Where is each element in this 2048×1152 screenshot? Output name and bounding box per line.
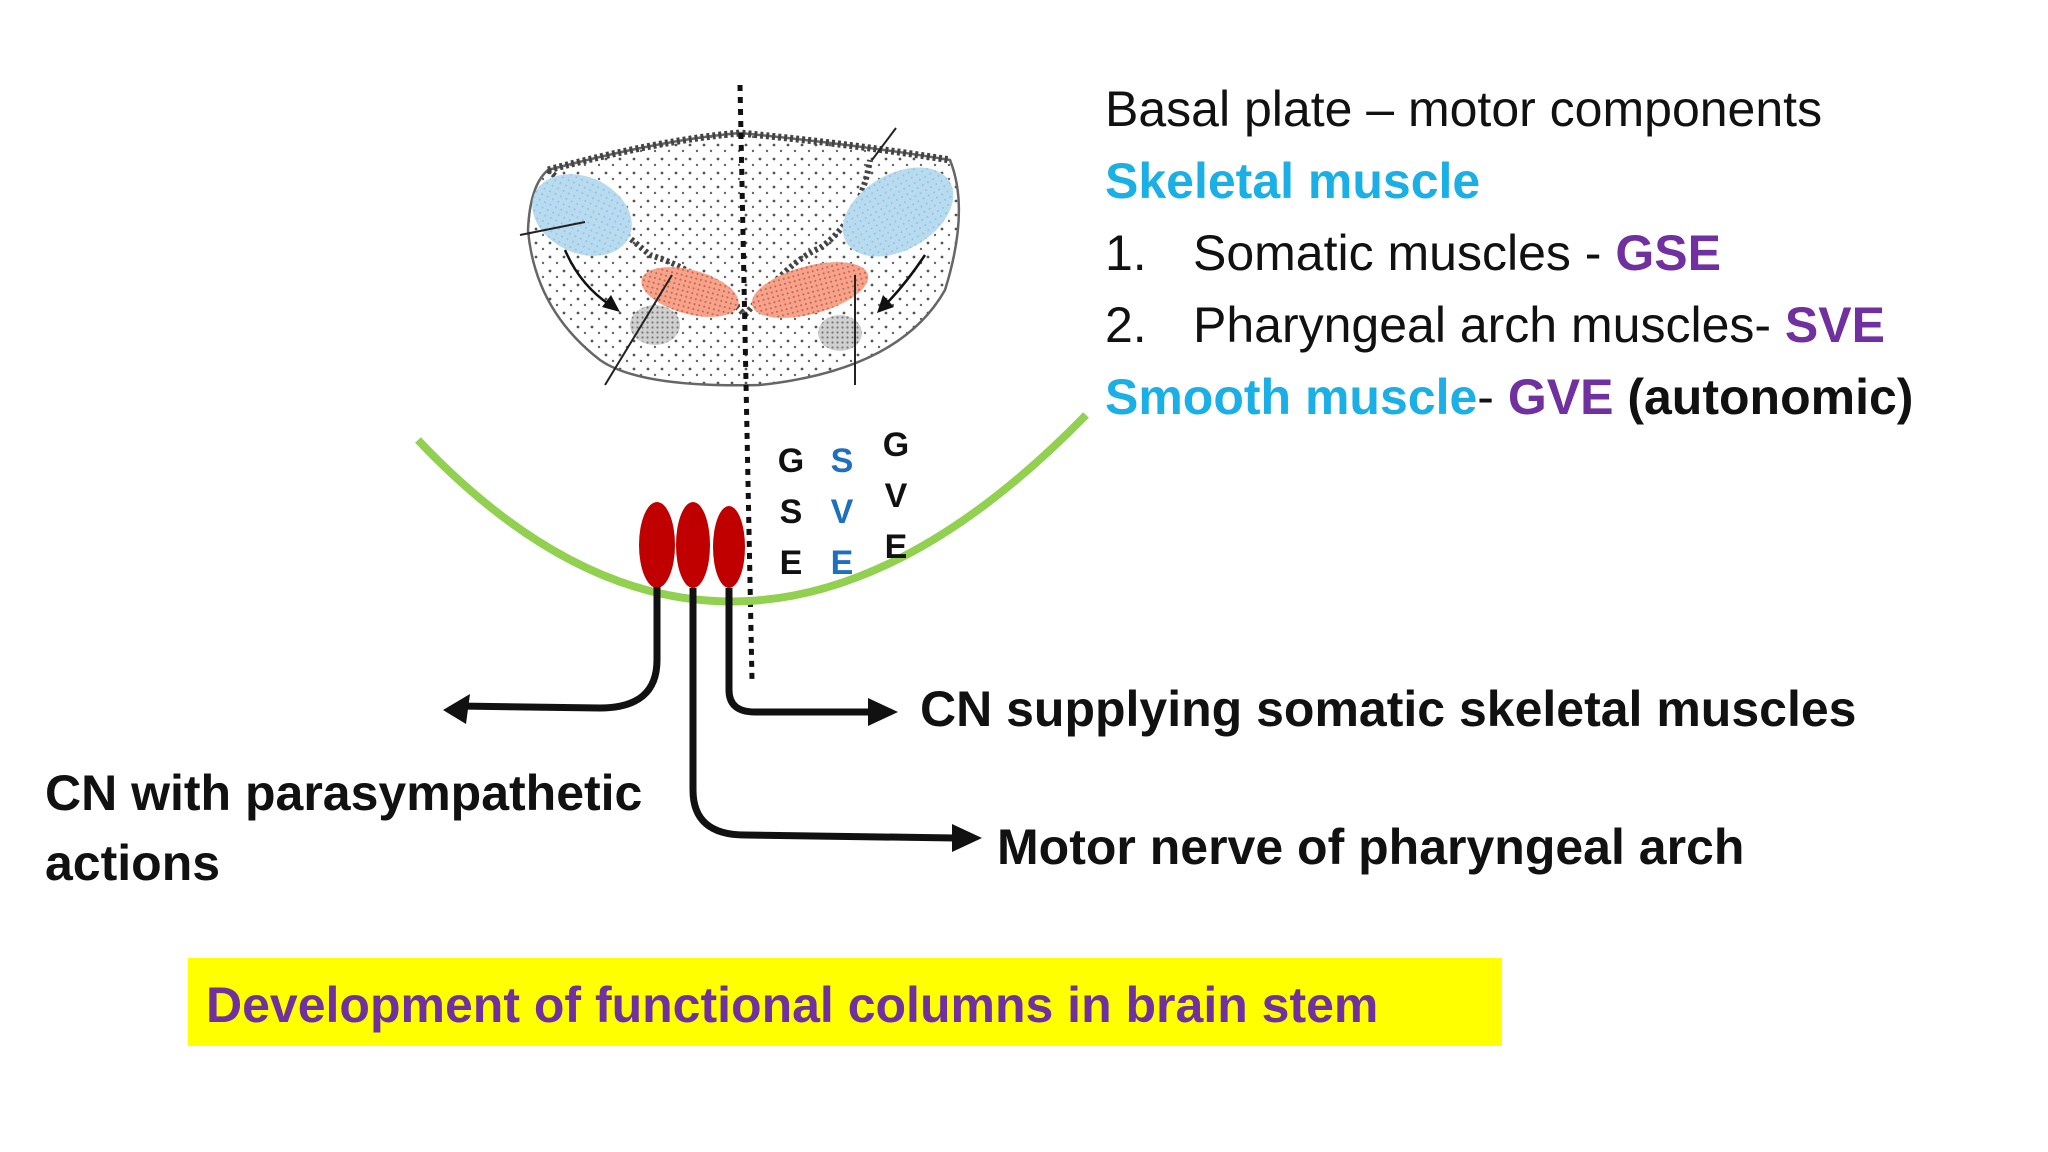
legend-smooth-note: (autonomic) (1613, 369, 1914, 425)
roof-plate-membrane (547, 129, 951, 174)
column-gse-letter-3: E (779, 544, 803, 582)
pointer-line-2 (604, 274, 673, 386)
legend-smooth-label: Smooth muscle (1105, 369, 1478, 425)
arrowhead-left-icon (602, 295, 620, 312)
nucleus-left (630, 305, 680, 345)
column-gve-letter-3: E (884, 528, 908, 566)
column-sve-letter-2: V (830, 493, 854, 531)
label-pharyngeal-nerve: Motor nerve of pharyngeal arch (997, 819, 1745, 875)
column-gse-letter-2: S (779, 493, 803, 531)
legend-item-2-code: SVE (1784, 297, 1885, 353)
legend-title: Basal plate – motor components (1105, 81, 1823, 137)
alar-plate-left (532, 174, 632, 256)
legend-item-pharyngeal: 2. Pharyngeal arch muscles- SVE (1105, 300, 1885, 350)
legend-item-2-number: 2. (1105, 297, 1147, 353)
legend-smooth-separator: - (1477, 369, 1508, 425)
legend-smooth-muscle: Smooth muscle- GVE (autonomic) (1105, 372, 1913, 422)
arrowhead-right-icon (877, 295, 894, 313)
nucleus-gse (713, 506, 745, 588)
title-banner: Development of functional columns in bra… (188, 958, 1502, 1046)
column-gve-letter-1: G (882, 426, 910, 464)
label-parasympathetic-line-2: actions (45, 835, 221, 891)
banner-title: Development of functional columns in bra… (206, 977, 1379, 1033)
migration-arrow-left (563, 249, 611, 307)
legend-item-1-number: 1. (1105, 225, 1147, 281)
arrowhead-parasympathetic-icon (443, 694, 470, 724)
legend-item-2-text: Pharyngeal arch muscles- (1193, 297, 1785, 353)
basal-plate-left (641, 267, 739, 317)
brainstem-floor-arc (415, 412, 1089, 606)
neural-tube-section (519, 127, 961, 387)
migration-arrow-right (884, 254, 927, 306)
pointer-line-4 (871, 127, 897, 161)
legend-item-somatic: 1. Somatic muscles - GSE (1105, 228, 1721, 278)
nucleus-gve (639, 502, 675, 588)
nucleus-sve (676, 502, 710, 588)
pointer-line-1 (519, 221, 586, 236)
column-gse-letter-1: G (777, 442, 805, 480)
legend-item-1-text: Somatic muscles - (1193, 225, 1616, 281)
nerve-somatic (725, 588, 872, 716)
column-gve-letter-2: V (884, 477, 908, 515)
arrowhead-pharyngeal-icon (952, 824, 982, 852)
nerve-pharyngeal (689, 588, 956, 842)
column-sve-letter-1: S (830, 442, 854, 480)
midline-dotted (737, 84, 755, 681)
label-parasympathetic-line-1: CN with parasympathetic (45, 765, 643, 821)
basal-plate-right (751, 262, 869, 318)
label-somatic-nerve: CN supplying somatic skeletal muscles (920, 681, 1857, 737)
column-sve-letter-3: E (830, 544, 854, 582)
alar-plate-right (842, 167, 954, 257)
legend-smooth-code: GVE (1507, 369, 1614, 425)
nerve-parasympathetic (457, 587, 661, 712)
nucleus-right (818, 315, 862, 351)
legend-skeletal-muscle: Skeletal muscle (1105, 153, 1481, 209)
legend-item-1-code: GSE (1615, 225, 1721, 281)
arrowhead-somatic-icon (868, 698, 898, 726)
